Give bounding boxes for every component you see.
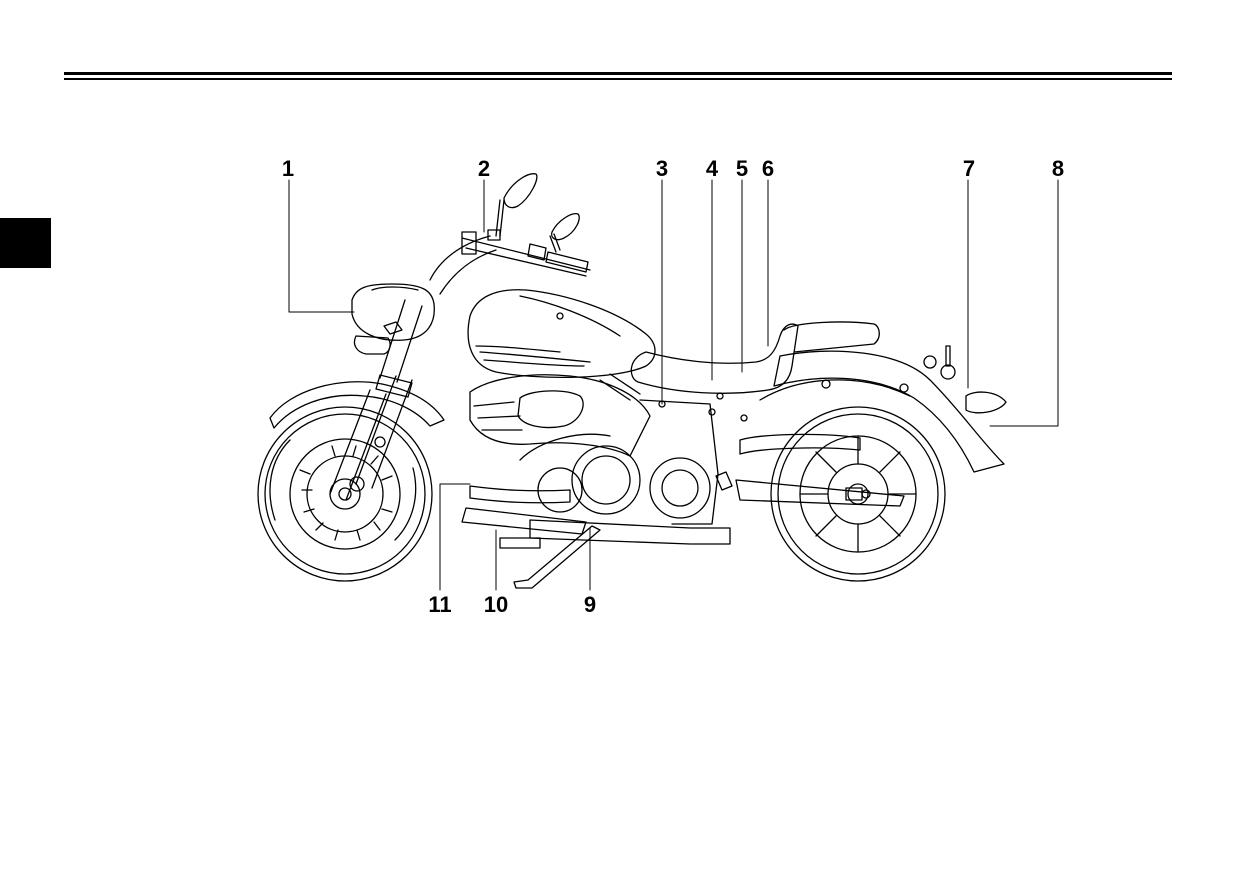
callout-3: 3 bbox=[655, 156, 669, 181]
seat bbox=[630, 321, 880, 394]
header-rule-thin bbox=[64, 78, 1172, 80]
headlight bbox=[351, 283, 435, 355]
callout-4: 4 bbox=[705, 156, 719, 181]
callout-11: 11 bbox=[428, 592, 452, 617]
callout-2: 2 bbox=[477, 156, 491, 181]
callout-8: 8 bbox=[1051, 156, 1065, 181]
header-rule-thick bbox=[64, 72, 1172, 75]
front-fender bbox=[269, 381, 445, 429]
chapter-tab-marker bbox=[0, 218, 51, 268]
callout-10: 10 bbox=[483, 592, 509, 617]
fuel-tank bbox=[467, 289, 656, 379]
callout-5: 5 bbox=[735, 156, 749, 181]
front-wheel bbox=[257, 406, 433, 582]
rear-wheel bbox=[770, 406, 946, 582]
front-fork bbox=[329, 299, 423, 501]
swingarm bbox=[715, 433, 905, 507]
engine bbox=[469, 373, 748, 545]
exhaust-pipe bbox=[461, 485, 587, 535]
handlebar-assembly bbox=[429, 173, 591, 295]
callout-6: 6 bbox=[761, 156, 775, 181]
rear-turn-signal bbox=[923, 345, 1007, 414]
rear-fender bbox=[759, 350, 1005, 473]
callout-7: 7 bbox=[962, 156, 976, 181]
callout-9: 9 bbox=[583, 592, 597, 617]
callout-leader-lines bbox=[288, 179, 1059, 591]
sidestand bbox=[499, 525, 601, 589]
callout-1: 1 bbox=[281, 156, 295, 181]
